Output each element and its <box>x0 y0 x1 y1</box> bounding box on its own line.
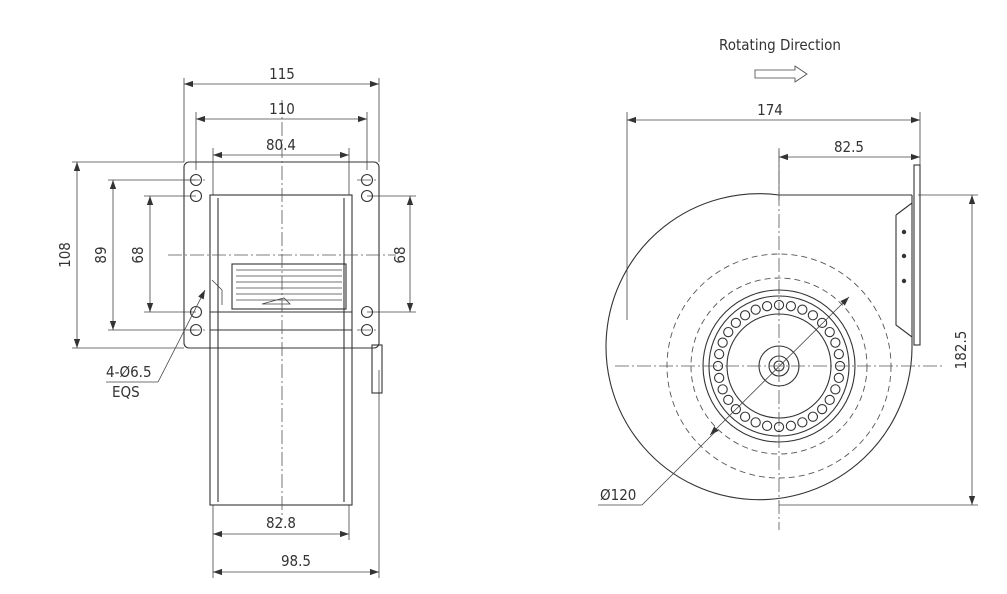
hole-callout-line2: EQS <box>112 383 140 401</box>
dim-width-115: 115 <box>269 65 295 83</box>
impeller-blade <box>739 411 751 422</box>
side-view: 115 110 80.4 108 89 68 68 82.8 98.5 4-Ø6… <box>56 65 416 578</box>
impeller-blade <box>816 403 828 415</box>
impeller-blade <box>785 301 797 312</box>
impeller-blade <box>717 384 728 395</box>
mounting-hole-icon <box>360 173 374 203</box>
dim-width-174: 174 <box>757 101 783 119</box>
dim-width-82-5: 82.5 <box>834 138 864 156</box>
impeller-blade <box>833 348 844 360</box>
dim-height-68-right: 68 <box>391 246 409 263</box>
dim-height-89: 89 <box>92 246 110 263</box>
impeller-blade <box>830 384 841 395</box>
impeller-blade <box>807 310 819 321</box>
dim-height-68-left: 68 <box>129 246 147 263</box>
dim-width-110: 110 <box>269 100 295 118</box>
impeller-blade <box>761 301 773 312</box>
dim-width-80-4: 80.4 <box>266 136 296 154</box>
impeller-blade <box>714 348 725 360</box>
impeller-blade <box>797 417 808 428</box>
impeller-blade <box>816 317 828 329</box>
dim-width-82-8: 82.8 <box>266 514 296 532</box>
impeller-blade <box>714 372 725 384</box>
hole-callout-line1: 4-Ø6.5 <box>106 363 152 381</box>
rotation-arrow-icon <box>754 65 808 83</box>
dim-width-98-5: 98.5 <box>281 552 311 570</box>
impeller-blade <box>797 304 808 315</box>
impeller-blade <box>717 337 728 348</box>
dim-height-108: 108 <box>56 242 74 268</box>
screw-hole-icon <box>901 253 907 259</box>
screw-hole-icon <box>901 229 907 235</box>
mounting-hole-icon <box>189 173 203 203</box>
impeller-blade <box>723 326 734 338</box>
impeller-blade <box>807 411 819 422</box>
impeller-blade <box>750 304 761 315</box>
impeller-blade <box>824 394 835 406</box>
screw-hole-icon <box>901 278 907 284</box>
impeller-blade <box>824 326 835 338</box>
impeller-blade <box>830 337 841 348</box>
mounting-hole-icon <box>189 305 203 337</box>
impeller-blade <box>723 394 734 406</box>
impeller-blade <box>739 310 751 321</box>
mounting-hole-icon <box>360 305 374 337</box>
impeller-blade <box>833 372 844 384</box>
front-view: Rotating Direction <box>598 36 978 530</box>
impeller-blade <box>785 420 797 431</box>
impeller-blade <box>750 417 761 428</box>
impeller-blade <box>730 317 742 329</box>
dim-diameter-120: Ø120 <box>600 486 636 504</box>
rotating-direction-label: Rotating Direction <box>719 36 841 54</box>
impeller-blade <box>761 420 773 431</box>
dim-height-182-5: 182.5 <box>952 331 970 370</box>
